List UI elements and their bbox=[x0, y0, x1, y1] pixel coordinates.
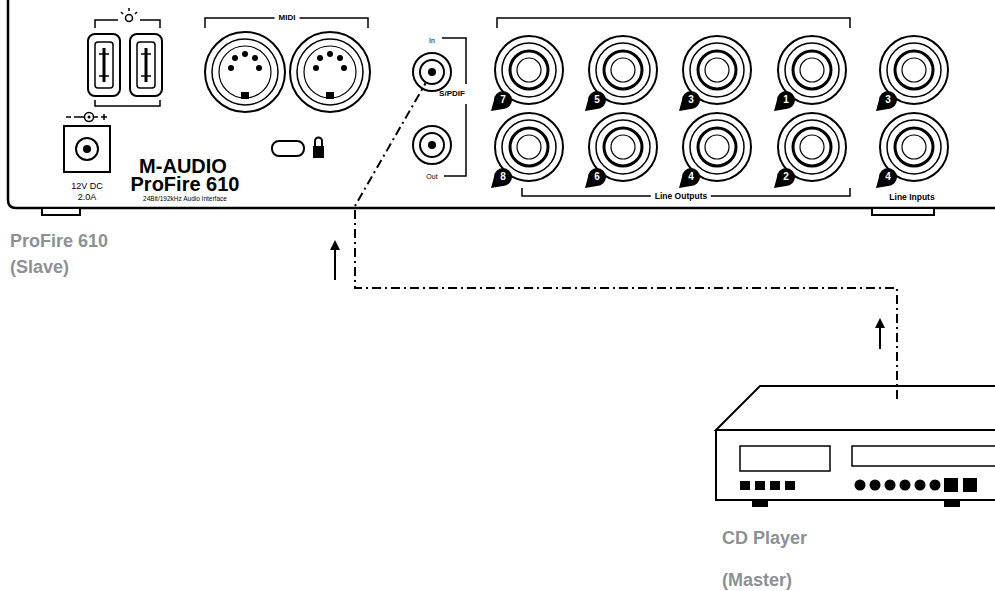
drawing-part bbox=[121, 8, 137, 14]
jack-label: In bbox=[429, 37, 435, 44]
power-jack bbox=[64, 113, 110, 173]
drawing-part bbox=[315, 138, 322, 146]
direction-arrow bbox=[879, 326, 881, 349]
drawing-part bbox=[770, 481, 780, 490]
drawing-part bbox=[126, 15, 133, 22]
drawing-part bbox=[915, 480, 926, 491]
model-name: ProFire 610 bbox=[131, 174, 240, 194]
drawing-part bbox=[420, 133, 444, 157]
drawing-part bbox=[716, 430, 995, 500]
drawing-part bbox=[491, 91, 512, 111]
firewire-ports bbox=[88, 8, 162, 106]
drawing-part bbox=[66, 114, 107, 120]
drawing-part bbox=[428, 68, 436, 76]
arrow-head bbox=[875, 318, 885, 328]
drawing-part bbox=[876, 91, 897, 111]
drawing-part bbox=[855, 480, 866, 491]
line-jacks bbox=[491, 18, 948, 196]
drawing-part bbox=[930, 480, 941, 491]
drawing-part bbox=[944, 500, 960, 507]
drawing-part bbox=[8, 0, 995, 208]
drawing-part bbox=[95, 100, 160, 106]
model-subtitle: 24Bit/192kHz Audio Interface bbox=[143, 196, 227, 203]
callout-number: 8 bbox=[500, 172, 506, 182]
power-rating: 12V DC bbox=[71, 182, 103, 191]
drawing-part bbox=[413, 53, 451, 91]
direction-arrow bbox=[334, 248, 336, 280]
drawing-part bbox=[585, 168, 606, 188]
drawing-part bbox=[944, 478, 958, 492]
drawing-part bbox=[88, 34, 120, 96]
jack-label: Out bbox=[426, 173, 437, 180]
port-group-label: Line Outputs bbox=[651, 192, 711, 201]
power-rating: 2.0A bbox=[78, 193, 97, 202]
callout-number: 5 bbox=[594, 95, 600, 105]
drawing-part bbox=[755, 481, 765, 490]
drawing-part bbox=[900, 480, 911, 491]
drawing-part bbox=[585, 91, 606, 111]
drawing-part bbox=[774, 91, 795, 111]
cd-player-drawing bbox=[716, 386, 995, 507]
arrow-head bbox=[330, 240, 340, 250]
drawing-part bbox=[740, 481, 750, 490]
port-group-label: S/PDIF bbox=[439, 90, 465, 98]
port-group-label: Line Inputs bbox=[889, 193, 934, 202]
callout-number: 2 bbox=[783, 172, 789, 182]
midi-ports bbox=[205, 18, 370, 112]
drawing-part bbox=[76, 138, 98, 160]
drawing-part bbox=[870, 480, 881, 491]
callout-number: 3 bbox=[885, 95, 891, 105]
cd-player-node: CD Player (Master) bbox=[715, 385, 995, 510]
port-group-label: MIDI bbox=[275, 14, 300, 22]
spdif-cable bbox=[330, 83, 897, 399]
drawing-part bbox=[420, 60, 444, 84]
drawing-part bbox=[963, 478, 977, 492]
drawing-part bbox=[497, 18, 850, 28]
drawing-part bbox=[88, 116, 91, 119]
drawing-part bbox=[413, 126, 451, 164]
drawing-part bbox=[442, 38, 466, 176]
brand-logo: M-AUDIO bbox=[139, 156, 227, 176]
drawing-part bbox=[85, 113, 94, 122]
device-name: CD Player (Master) bbox=[722, 517, 842, 591]
drawing-part bbox=[752, 500, 768, 507]
drawing-part bbox=[290, 32, 370, 112]
drawing-part bbox=[679, 168, 700, 188]
drawing-part bbox=[130, 34, 162, 96]
callout-number: 1 bbox=[783, 95, 789, 105]
drawing-part bbox=[491, 168, 512, 188]
callout-number: 4 bbox=[688, 172, 694, 182]
drawing-part bbox=[205, 32, 285, 112]
callout-number: 3 bbox=[688, 95, 694, 105]
callout-number: 7 bbox=[500, 95, 506, 105]
spdif-jacks bbox=[413, 38, 466, 176]
drawing-part bbox=[785, 481, 795, 490]
drawing-part bbox=[83, 145, 91, 153]
drawing-part bbox=[313, 146, 324, 158]
drawing-part bbox=[64, 126, 110, 172]
cable-line bbox=[355, 83, 897, 399]
drawing-part bbox=[272, 141, 304, 156]
drawing-part bbox=[679, 91, 700, 111]
drawing-part bbox=[428, 141, 436, 149]
drawing-part bbox=[885, 480, 896, 491]
drawing-part bbox=[42, 208, 80, 215]
callout-number: 4 bbox=[885, 172, 891, 182]
security-slot bbox=[272, 138, 324, 158]
drawing-part bbox=[876, 168, 897, 188]
device-name: ProFire 610 (Slave) bbox=[10, 228, 145, 280]
callout-number: 6 bbox=[594, 172, 600, 182]
device-panel bbox=[8, 0, 995, 215]
drawing-part bbox=[872, 208, 934, 215]
drawing-part bbox=[774, 168, 795, 188]
drawing-part bbox=[716, 386, 995, 430]
drawing-part bbox=[740, 446, 830, 471]
drawing-part bbox=[852, 446, 995, 466]
